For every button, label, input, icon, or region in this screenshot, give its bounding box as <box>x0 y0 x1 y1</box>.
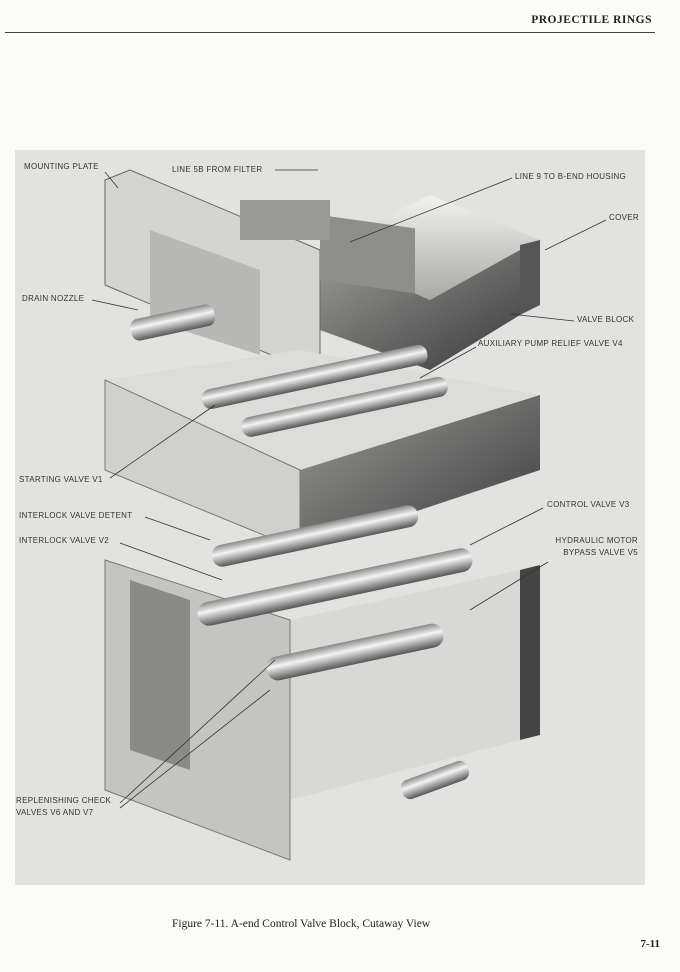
label-mounting-plate: MOUNTING PLATE <box>24 162 99 171</box>
label-interlock-valve: INTERLOCK VALVE V2 <box>19 536 110 545</box>
label-replenishing-check-valves: REPLENISHING CHECK VALVES V6 AND V7 <box>16 795 111 819</box>
label-line-5b: LINE 5B FROM FILTER <box>172 165 263 174</box>
label-line: HYDRAULIC MOTOR <box>555 536 638 545</box>
label-drain-nozzle: DRAIN NOZZLE <box>22 294 85 303</box>
running-header: PROJECTILE RINGS <box>531 14 652 26</box>
label-starting-valve: STARTING VALVE V1 <box>19 475 103 484</box>
label-interlock-detent: INTERLOCK VALVE DETENT <box>19 511 133 520</box>
label-line: VALVES V6 AND V7 <box>16 808 94 817</box>
valve-block-middle <box>104 344 540 551</box>
label-valve-block: VALVE BLOCK <box>577 315 635 324</box>
label-line-9: LINE 9 TO B-END HOUSING <box>515 172 627 181</box>
leader-lines <box>91 169 607 809</box>
page-number: 7-11 <box>640 938 660 950</box>
label-aux-pump-relief-valve: AUXILIARY PUMP RELIEF VALVE V4 <box>478 339 623 348</box>
label-line: REPLENISHING CHECK <box>16 796 112 805</box>
header-rule <box>5 32 655 33</box>
label-hydraulic-motor-bypass: HYDRAULIC MOTOR BYPASS VALVE V5 <box>555 535 638 559</box>
label-line: BYPASS VALVE V5 <box>563 548 638 557</box>
figure-caption: Figure 7-11. A-end Control Valve Block, … <box>172 918 431 930</box>
label-cover: COVER <box>609 213 639 222</box>
valve-block-lower <box>104 505 540 861</box>
label-control-valve: CONTROL VALVE V3 <box>547 500 630 509</box>
valve-block-top <box>104 169 540 370</box>
